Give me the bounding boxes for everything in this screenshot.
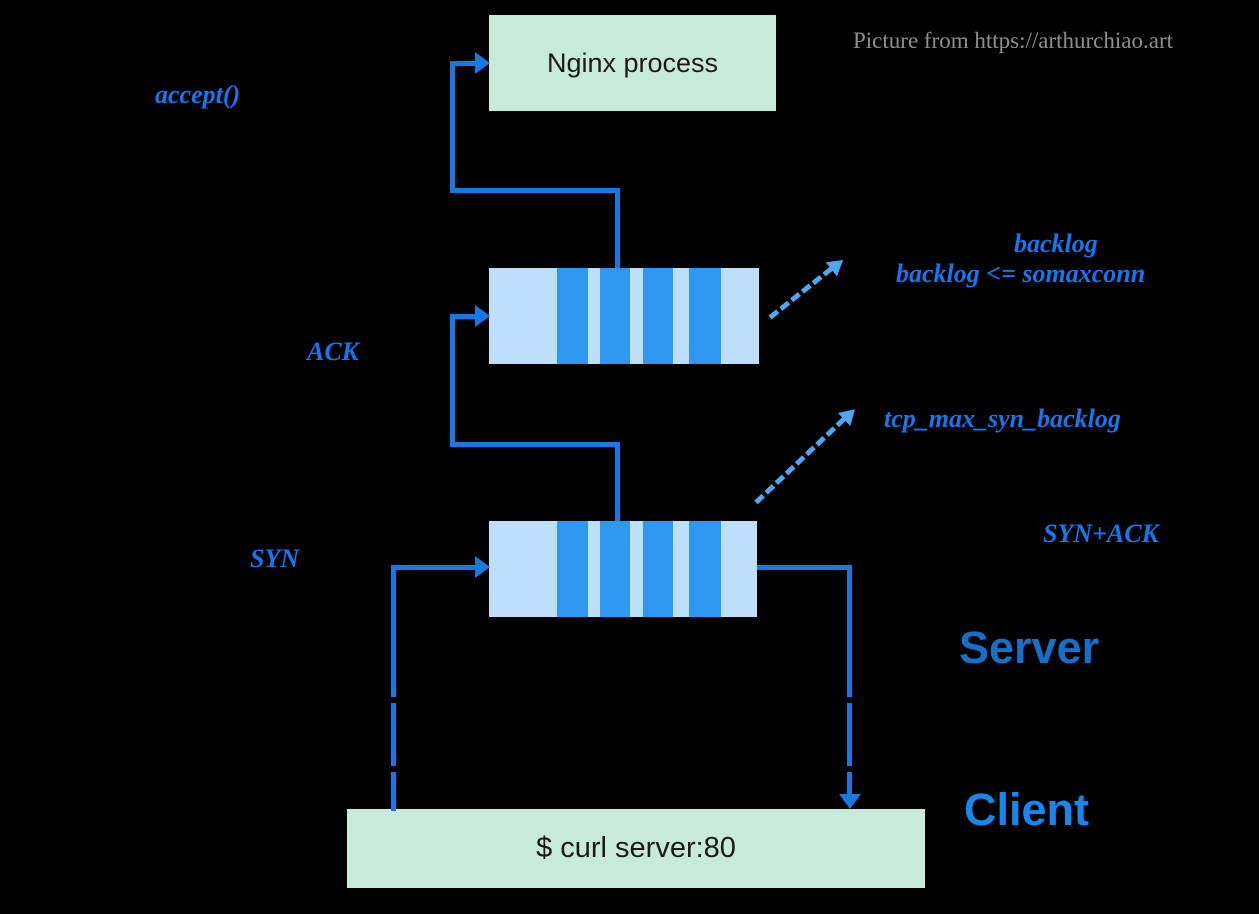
accept-path-segment <box>450 188 620 193</box>
client-curl-label: $ curl server:80 <box>536 832 736 864</box>
queue-entry <box>557 268 588 364</box>
accept-path-segment <box>453 61 477 66</box>
client-label: Client <box>964 784 1090 835</box>
synack-arrowhead-icon <box>839 794 861 809</box>
syn-backlog-dashed-arrow <box>754 402 862 505</box>
synack-path-segment <box>847 565 852 795</box>
backlog-dashed-arrow <box>768 252 849 320</box>
line-gap <box>389 766 398 772</box>
syn-arrowhead-icon <box>475 556 490 578</box>
ack-label: ACK <box>307 337 360 366</box>
queue-entry <box>643 521 673 617</box>
ack-path-segment <box>615 442 620 521</box>
queue-entry <box>557 521 588 617</box>
backlog-rule-label: backlog <= somaxconn <box>896 259 1146 288</box>
server-label: Server <box>959 622 1100 673</box>
accept-label: accept() <box>155 80 241 109</box>
nginx-process-box: Nginx process <box>489 15 776 111</box>
line-gap <box>845 766 854 772</box>
queue-entry <box>600 521 630 617</box>
syn-queue <box>489 521 757 617</box>
syn-path-segment <box>391 565 477 570</box>
line-gap <box>389 697 398 703</box>
syn-label: SYN <box>250 544 300 573</box>
ack-arrowhead-icon <box>475 305 490 327</box>
line-gap <box>845 697 854 703</box>
queue-entry <box>689 268 721 364</box>
synack-path-segment <box>757 565 850 570</box>
client-curl-box: $ curl server:80 <box>347 809 925 888</box>
syn-path-segment <box>391 565 396 811</box>
dashed-line <box>768 266 834 320</box>
queue-entry <box>689 521 721 617</box>
ack-path-segment <box>450 442 620 447</box>
nginx-process-label: Nginx process <box>546 47 719 78</box>
accept-queue <box>489 268 759 364</box>
tcp-max-syn-backlog-label: tcp_max_syn_backlog <box>884 404 1121 433</box>
queue-entry <box>600 268 630 364</box>
accept-path-segment <box>450 61 455 193</box>
accept-path-segment <box>615 188 620 268</box>
credit-text: Picture from https://arthurchiao.art <box>853 28 1173 53</box>
ack-path-segment <box>453 314 477 319</box>
syn-ack-label: SYN+ACK <box>1043 519 1159 548</box>
queue-entry <box>643 268 673 364</box>
backlog-label: backlog <box>1014 229 1098 258</box>
dashed-line <box>754 416 847 505</box>
accept-arrowhead-icon <box>475 52 490 74</box>
ack-path-segment <box>450 314 455 447</box>
